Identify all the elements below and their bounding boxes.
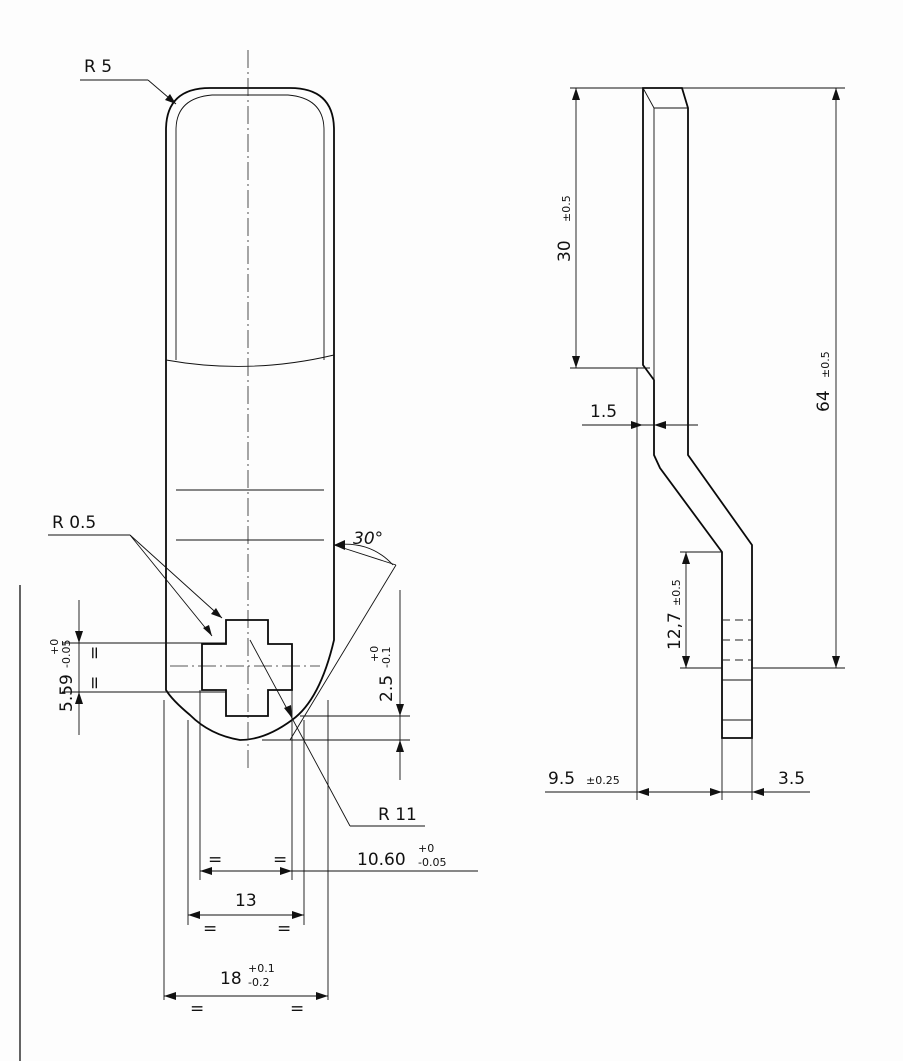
side-chamfer bbox=[642, 87, 655, 109]
label-25-value: 2.5 bbox=[377, 675, 397, 702]
label-angle: 30° bbox=[353, 529, 383, 549]
label-559-eq-1: = bbox=[85, 646, 105, 660]
label-18-eq-1: = bbox=[190, 999, 204, 1019]
arrow-64-top bbox=[832, 88, 840, 100]
label-18-tol-lower: -0.2 bbox=[248, 976, 269, 989]
angle-line bbox=[289, 564, 397, 741]
arrow-1060-r bbox=[280, 867, 292, 875]
arrow-35 bbox=[752, 788, 764, 796]
label-64-value: 64 bbox=[814, 390, 834, 412]
label-30-value: 30 bbox=[555, 240, 575, 262]
arrow-18-r bbox=[316, 992, 328, 1000]
part-outline bbox=[165, 87, 335, 741]
side-view bbox=[545, 87, 845, 800]
part-inner-edge bbox=[175, 94, 325, 360]
side-profile bbox=[642, 87, 753, 739]
arrow-64-bot bbox=[832, 656, 840, 668]
arrow-127-bot bbox=[682, 656, 690, 668]
arrow-18-l bbox=[164, 992, 176, 1000]
label-95-tol: ±0.25 bbox=[586, 774, 620, 787]
arrow-95-l bbox=[637, 788, 649, 796]
label-13-eq-1: = bbox=[203, 919, 217, 939]
label-30-tol: ±0.5 bbox=[560, 195, 573, 222]
label-1060-eq-2: = bbox=[273, 850, 287, 870]
front-view bbox=[19, 50, 478, 1061]
arrow-r11 bbox=[284, 705, 292, 718]
label-1060-value: 10.60 bbox=[357, 850, 406, 870]
leader-r05-b bbox=[129, 534, 213, 637]
arrow-13-l bbox=[188, 911, 200, 919]
label-64-tol: ±0.5 bbox=[819, 351, 832, 378]
arrow-25-bot bbox=[396, 740, 404, 752]
label-r5: R 5 bbox=[84, 57, 112, 77]
label-1060-eq-1: = bbox=[208, 850, 222, 870]
part-bend-line bbox=[165, 354, 335, 367]
label-1060-tol-lower: -0.05 bbox=[418, 856, 446, 869]
arrow-30-bot bbox=[572, 356, 580, 368]
label-127-tol: ±0.5 bbox=[670, 579, 683, 606]
arrow-r05-a bbox=[211, 608, 222, 618]
label-25-tol-upper: +0 bbox=[368, 646, 381, 662]
label-18-tol-upper: +0.1 bbox=[248, 962, 275, 975]
label-1060-tol-upper: +0 bbox=[418, 842, 434, 855]
label-95-value: 9.5 bbox=[548, 769, 575, 789]
label-15: 1.5 bbox=[590, 402, 617, 422]
arrow-559-bot bbox=[75, 692, 83, 704]
arrow-r5 bbox=[165, 94, 176, 104]
leader-r05-a bbox=[129, 534, 223, 619]
label-18-eq-2: = bbox=[290, 999, 304, 1019]
label-559-tol-lower: -0.05 bbox=[60, 640, 73, 668]
label-18-value: 18 bbox=[220, 969, 242, 989]
label-559-value: 5.59 bbox=[57, 674, 77, 712]
arrow-95-r bbox=[710, 788, 722, 796]
label-559-eq-2: = bbox=[85, 676, 105, 690]
leader-r11 bbox=[249, 639, 351, 827]
label-r11: R 11 bbox=[378, 805, 417, 825]
label-127-value: 12,7 bbox=[665, 612, 685, 650]
cross-hole bbox=[201, 619, 293, 717]
label-559-tol-upper: +0 bbox=[48, 639, 61, 655]
arrow-angle-a bbox=[334, 540, 345, 550]
arrow-127-top bbox=[682, 552, 690, 564]
arrow-30-top bbox=[572, 88, 580, 100]
arrow-15-r bbox=[654, 421, 666, 429]
arrow-13-r bbox=[292, 911, 304, 919]
label-13: 13 bbox=[235, 891, 257, 911]
arrow-25-top bbox=[396, 704, 404, 716]
arrow-r05-b bbox=[203, 625, 212, 636]
label-13-eq-2: = bbox=[277, 919, 291, 939]
arrow-559-top bbox=[75, 631, 83, 643]
label-r05: R 0.5 bbox=[52, 513, 96, 533]
label-25-tol-lower: -0.1 bbox=[380, 647, 393, 668]
arrow-1060-l bbox=[200, 867, 212, 875]
label-35: 3.5 bbox=[778, 769, 805, 789]
